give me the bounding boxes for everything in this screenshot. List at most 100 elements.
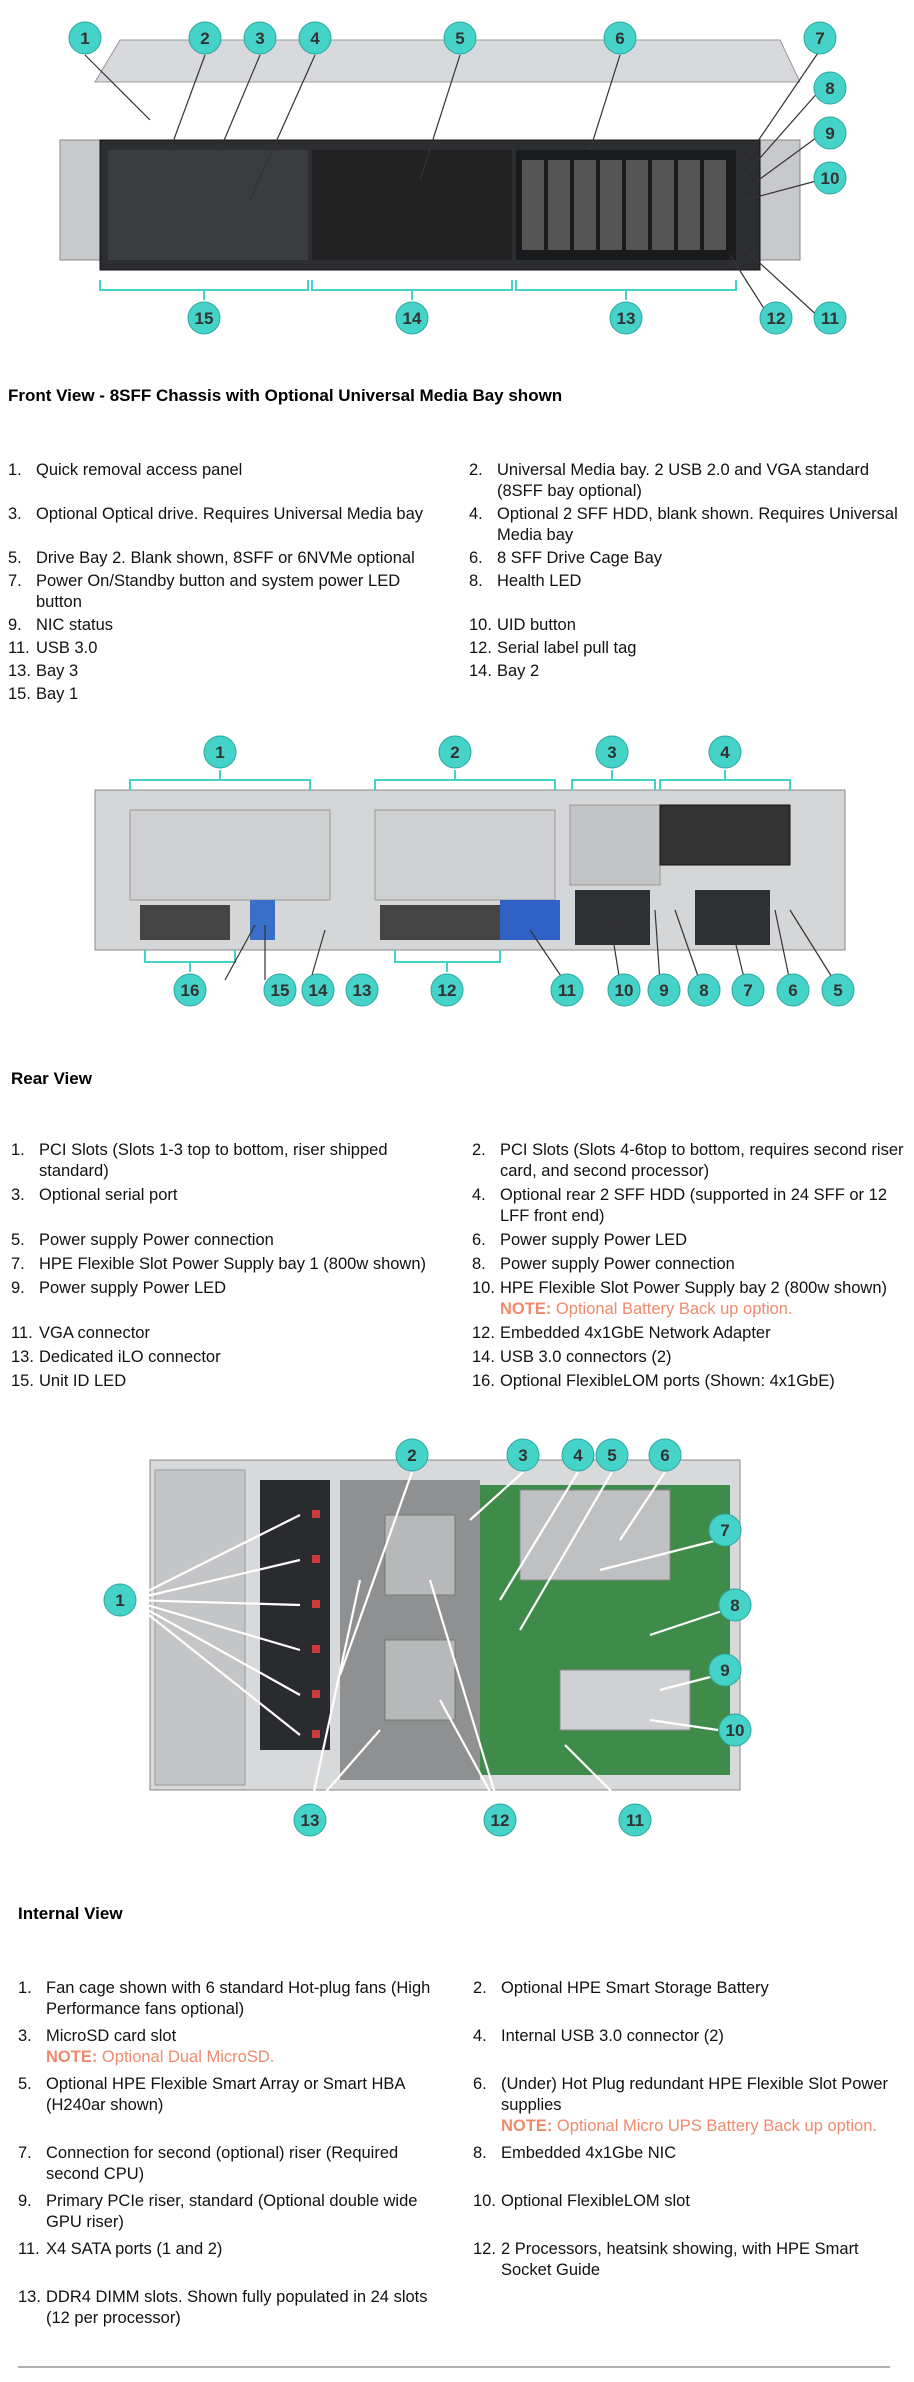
legend-item-text: Bay 3 [36, 662, 79, 680]
internal-callout-11: 11 [618, 1803, 652, 1837]
front-callout-10: 10 [813, 161, 847, 195]
legend-item: 13.Bay 3 [8, 661, 447, 682]
right-rack-ear [759, 139, 801, 261]
rear-server-illustration: 1 2 3 4 16 15 14 13 12 11 10 9 8 7 6 5 [94, 735, 855, 1007]
legend-item-text: USB 3.0 [36, 639, 98, 657]
legend-item-body: UID button [497, 615, 908, 636]
legend-item-number: 13. [18, 2288, 41, 2306]
flexiblelom-ports [140, 905, 230, 940]
front-callout-6: 6 [603, 21, 637, 55]
legend-item-text: Fan cage shown with 6 standard Hot-plug … [46, 1979, 431, 2018]
legend-item-number: 5. [18, 2075, 32, 2093]
legend-item-number: 3. [11, 1186, 25, 1204]
legend-item-note: NOTE: Optional Dual MicroSD. [46, 2047, 451, 2068]
legend-item: 8.Health LED [469, 571, 908, 613]
rear-view-title: Rear View [11, 1069, 92, 1088]
legend-item-text: DDR4 DIMM slots. Shown fully populated i… [46, 2288, 428, 2327]
legend-item-number: 3. [18, 2027, 32, 2045]
legend-item-body: (Under) Hot Plug redundant HPE Flexible … [501, 2074, 906, 2137]
legend-item-number: 10. [472, 1279, 495, 1297]
svg-text:12: 12 [491, 1811, 510, 1830]
legend-item: 3.Optional Optical drive. Requires Unive… [8, 504, 447, 546]
vga-port [500, 900, 560, 940]
internal-callout-5: 5 [595, 1438, 629, 1472]
legend-item: 11. USB 3.0 [8, 638, 447, 659]
legend-item-body: Health LED [497, 571, 908, 592]
svg-text:4: 4 [573, 1446, 583, 1465]
legend-item: 1.PCI Slots (Slots 1-3 top to bottom, ri… [11, 1140, 450, 1182]
usb3-ports [250, 900, 275, 940]
legend-item-number: 11. [8, 639, 30, 657]
legend-item: 5.Power supply Power connection [11, 1230, 450, 1251]
legend-item-body: DDR4 DIMM slots. Shown fully populated i… [46, 2287, 451, 2329]
svg-text:4: 4 [720, 743, 730, 762]
svg-text:15: 15 [271, 981, 290, 1000]
heatsink-cpu-1 [384, 1514, 456, 1596]
front-callout-7: 7 [803, 21, 837, 55]
svg-text:11: 11 [558, 981, 576, 1000]
legend-item-text: PCI Slots (Slots 1-3 top to bottom, rise… [39, 1141, 388, 1180]
legend-item-text: Dedicated iLO connector [39, 1348, 221, 1366]
legend-item: 6.Power supply Power LED [472, 1230, 911, 1251]
front-callout-4: 4 [298, 21, 332, 55]
legend-item-number: 14. [469, 662, 492, 680]
legend-item-body: Optional Optical drive. Requires Univers… [36, 504, 447, 525]
legend-item-body: Optional HPE Flexible Smart Array or Sma… [46, 2074, 451, 2116]
legend-item-text: Optional rear 2 SFF HDD (supported in 24… [500, 1186, 887, 1225]
internal-server-illustration: 2 3 4 5 6 7 1 8 9 10 13 12 11 [103, 1438, 752, 1837]
rear-callout-16: 16 [173, 973, 207, 1007]
legend-item: 16.Optional FlexibleLOM ports (Shown: 4x… [472, 1371, 911, 1392]
svg-text:16: 16 [181, 981, 200, 1000]
legend-item-number: 7. [11, 1255, 25, 1273]
fan-leds [312, 1510, 320, 1738]
legend-item-body: Bay 1 [36, 684, 447, 705]
rear-callout-13: 13 [345, 973, 379, 1007]
svg-text:1: 1 [115, 1591, 124, 1610]
legend-item-text: Power supply Power connection [500, 1255, 735, 1273]
legend-item: 9.Primary PCIe riser, standard (Optional… [18, 2191, 451, 2233]
legend-item: 11.X4 SATA ports (1 and 2) [18, 2239, 451, 2281]
front-brackets [99, 280, 737, 300]
legend-item-number: 11. [11, 1324, 33, 1342]
legend-item-text: Internal USB 3.0 connector (2) [501, 2027, 724, 2045]
legend-item-number: 16. [472, 1372, 495, 1390]
legend-item-body: Optional HPE Smart Storage Battery [501, 1978, 906, 1999]
svg-text:13: 13 [301, 1811, 320, 1830]
note-text: Optional Battery Back up option. [551, 1300, 793, 1318]
internal-view-title: Internal View [18, 1904, 123, 1923]
rear-callout-8: 8 [687, 973, 721, 1007]
legend-item-body: Power supply Power LED [39, 1278, 450, 1299]
bottom-divider [18, 2366, 890, 2368]
legend-item-text: PCI Slots (Slots 4-6top to bottom, requi… [500, 1141, 904, 1180]
legend-item-body: Optional FlexibleLOM slot [501, 2191, 906, 2212]
rear-callout-12: 12 [430, 973, 464, 1007]
legend-item-body: Bay 2 [497, 661, 908, 682]
svg-text:13: 13 [617, 309, 636, 328]
front-callouts: 1 2 3 4 5 6 7 8 9 10 11 12 13 14 15 [68, 21, 847, 335]
internal-callout-9: 9 [708, 1653, 742, 1687]
legend-item-body: Serial label pull tag [497, 638, 908, 659]
legend-item-number: 13. [11, 1348, 34, 1366]
legend-item: 14.USB 3.0 connectors (2) [472, 1347, 911, 1368]
legend-item: 8.Power supply Power connection [472, 1254, 911, 1275]
legend-item-number: 4. [469, 505, 483, 523]
svg-text:5: 5 [833, 981, 842, 1000]
svg-text:2: 2 [407, 1446, 416, 1465]
legend-item-number: 6. [469, 549, 483, 567]
legend-item-body: Power On/Standby button and system power… [36, 571, 447, 613]
front-callout-2: 2 [188, 21, 222, 55]
legend-item-number: 1. [18, 1979, 32, 1997]
internal-callout-8: 8 [718, 1588, 752, 1622]
legend-item-body: Optional rear 2 SFF HDD (supported in 24… [500, 1185, 911, 1227]
legend-item-body: USB 3.0 [36, 638, 447, 659]
riser-area [559, 1669, 691, 1731]
legend-item-number: 12. [472, 1324, 495, 1342]
svg-text:1: 1 [80, 29, 89, 48]
legend-item-body: Unit ID LED [39, 1371, 450, 1392]
rear-brackets [129, 770, 791, 972]
rear-callout-9: 9 [647, 973, 681, 1007]
legend-item-number: 6. [472, 1231, 486, 1249]
legend-item: 8.Embedded 4x1Gbe NIC [473, 2143, 906, 2185]
legend-item-body: Fan cage shown with 6 standard Hot-plug … [46, 1978, 451, 2020]
